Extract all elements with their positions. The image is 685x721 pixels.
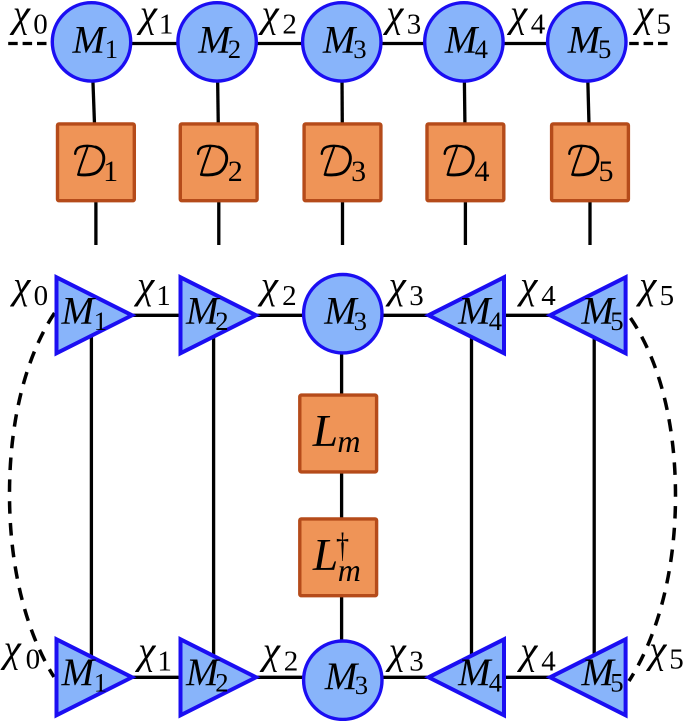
svg-text:m: m — [338, 552, 361, 588]
svg-text:M: M — [457, 289, 493, 332]
svg-text:M: M — [185, 651, 221, 694]
svg-text:χ: χ — [0, 628, 22, 671]
svg-text:1: 1 — [94, 667, 107, 697]
svg-text:3: 3 — [351, 155, 366, 188]
svg-text:1: 1 — [156, 280, 171, 312]
svg-text:χ: χ — [259, 630, 281, 673]
svg-text:L: L — [312, 405, 338, 456]
svg-text:χ: χ — [516, 630, 538, 673]
svg-text:M: M — [197, 19, 233, 62]
svg-text:χ: χ — [9, 0, 31, 36]
svg-text:2: 2 — [215, 667, 228, 697]
svg-text:†: † — [336, 526, 349, 564]
svg-text:5: 5 — [610, 667, 623, 697]
svg-text:3: 3 — [354, 306, 367, 336]
svg-text:4: 4 — [531, 9, 546, 41]
svg-text:4: 4 — [475, 34, 488, 64]
svg-text:2: 2 — [284, 646, 299, 678]
svg-text:χ: χ — [382, 0, 404, 36]
svg-text:2: 2 — [282, 9, 297, 41]
svg-text:2: 2 — [228, 34, 241, 64]
svg-text:2: 2 — [215, 306, 228, 336]
svg-text:3: 3 — [353, 34, 366, 64]
svg-text:5: 5 — [598, 34, 611, 64]
svg-text:χ: χ — [136, 0, 158, 36]
svg-text:χ: χ — [635, 264, 657, 307]
svg-text:4: 4 — [541, 280, 556, 312]
svg-text:M: M — [580, 651, 616, 694]
svg-text:χ: χ — [385, 264, 407, 307]
svg-text:2: 2 — [228, 155, 243, 188]
svg-text:M: M — [185, 289, 221, 332]
svg-text:χ: χ — [9, 264, 31, 307]
svg-text:χ: χ — [645, 628, 667, 671]
svg-text:χ: χ — [133, 264, 155, 307]
svg-text:1: 1 — [159, 9, 174, 41]
svg-text:1: 1 — [103, 155, 118, 188]
svg-text:5: 5 — [657, 9, 672, 41]
svg-text:3: 3 — [407, 9, 422, 41]
svg-text:M: M — [580, 289, 616, 332]
svg-text:M: M — [324, 655, 360, 698]
svg-text:χ: χ — [257, 264, 279, 307]
svg-text:m: m — [337, 423, 360, 459]
svg-text:0: 0 — [26, 643, 40, 675]
svg-text:0: 0 — [33, 9, 48, 41]
svg-text:M: M — [567, 19, 603, 62]
svg-text:M: M — [61, 289, 97, 332]
svg-text:χ: χ — [506, 0, 528, 36]
svg-text:3: 3 — [409, 280, 424, 312]
svg-text:0: 0 — [34, 280, 49, 312]
svg-text:4: 4 — [541, 646, 556, 678]
svg-text:5: 5 — [660, 280, 675, 312]
svg-text:4: 4 — [489, 306, 502, 336]
svg-text:χ: χ — [134, 630, 156, 673]
svg-text:2: 2 — [282, 280, 297, 312]
svg-text:3: 3 — [409, 646, 424, 678]
svg-text:M: M — [444, 19, 480, 62]
svg-text:M: M — [457, 651, 493, 694]
svg-text:1: 1 — [157, 646, 172, 678]
svg-text:3: 3 — [355, 670, 368, 700]
svg-text:χ: χ — [385, 630, 407, 673]
svg-text:χ: χ — [258, 0, 280, 36]
svg-text:4: 4 — [489, 667, 502, 697]
svg-text:5: 5 — [669, 643, 684, 675]
svg-text:5: 5 — [599, 155, 614, 188]
svg-text:1: 1 — [94, 306, 107, 336]
svg-text:M: M — [61, 651, 97, 694]
svg-text:M: M — [72, 19, 108, 62]
svg-text:M: M — [323, 289, 359, 332]
svg-text:1: 1 — [105, 34, 118, 64]
svg-text:χ: χ — [516, 264, 538, 307]
svg-text:L: L — [312, 529, 338, 580]
svg-text:4: 4 — [475, 155, 490, 188]
svg-text:χ: χ — [632, 0, 654, 36]
svg-text:M: M — [322, 19, 358, 62]
svg-text:5: 5 — [610, 306, 623, 336]
